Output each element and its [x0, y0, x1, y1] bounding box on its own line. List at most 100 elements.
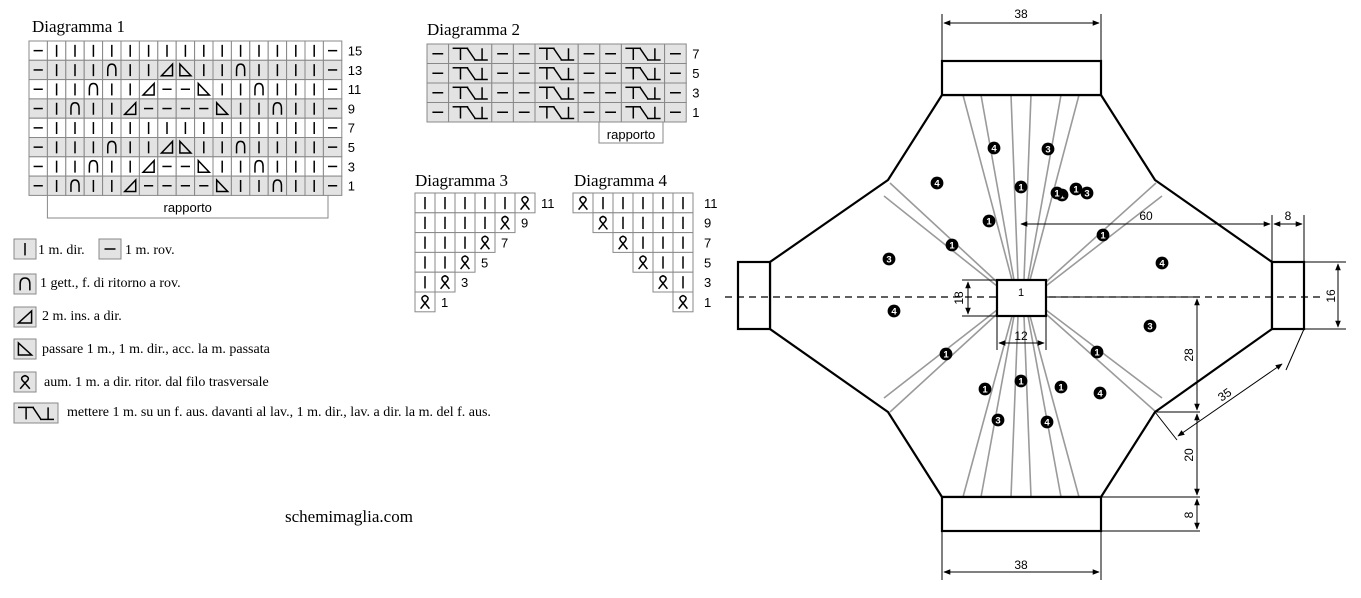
- svg-text:1: 1: [949, 241, 955, 252]
- knit-stitch-icon: [46, 59, 67, 81]
- knit-stitch-icon: [65, 117, 85, 138]
- row-number-label: 9: [521, 216, 528, 231]
- make-one-icon: [13, 371, 37, 393]
- knit-stitch-icon: [83, 117, 104, 138]
- knit-stitch-icon: [175, 40, 196, 61]
- skpo-icon: [212, 98, 232, 119]
- panel-marker-1: 1: [1050, 186, 1064, 200]
- purl-stitch-icon: [157, 175, 177, 196]
- make-one-icon: [652, 271, 674, 293]
- yarn-over-icon: [267, 175, 288, 196]
- knit-stitch-icon: [286, 40, 306, 61]
- knit-stitch-icon: [230, 117, 251, 138]
- panel-marker-3: 3: [1143, 319, 1157, 333]
- knit-stitch-icon: [138, 59, 159, 81]
- knit-stitch-icon: [102, 40, 122, 61]
- knit-stitch-icon: [157, 40, 177, 61]
- purl-stitch-icon: [28, 40, 48, 61]
- panel-marker-3: 3: [991, 413, 1005, 427]
- purl-stitch-icon: [194, 175, 214, 196]
- panel-markers: 11111111111133333444444: [882, 141, 1169, 429]
- make-one-icon: [592, 212, 614, 234]
- knit-stitch-icon: [304, 175, 324, 196]
- yarn-over-icon: [230, 137, 251, 158]
- knit-stitch-icon: [612, 212, 634, 234]
- knit-stitch-icon: [157, 117, 177, 138]
- cable-cross-icon: [448, 63, 493, 84]
- legend-text-make-one: aum. 1 m. a dir. ritor. dal filo trasver…: [44, 375, 269, 390]
- dim-center-height-label: 18: [952, 291, 966, 305]
- purl-stitch-icon: [512, 102, 536, 123]
- skpo-icon: [194, 156, 214, 177]
- knit-stitch-icon: [454, 192, 476, 214]
- svg-text:4: 4: [891, 307, 897, 318]
- knit-stitch-icon: [672, 232, 694, 253]
- row-number-label: 9: [704, 216, 711, 231]
- knit-stitch-icon: [83, 59, 104, 81]
- panel-marker-1: 1: [1014, 180, 1028, 194]
- knit-stitch-icon: [304, 79, 324, 100]
- row-number-label: 1: [348, 179, 355, 194]
- knit-stitch-icon: [414, 271, 436, 293]
- yarn-over-icon: [249, 79, 269, 100]
- knit-stitch-icon: [212, 156, 232, 177]
- yarn-over-icon: [267, 98, 288, 119]
- purl-stitch-icon: [577, 82, 601, 103]
- purl-stitch-icon: [512, 63, 536, 84]
- purl-stitch-icon: [426, 102, 450, 123]
- purl-stitch-icon: [175, 79, 196, 100]
- knit-stitch-icon: [249, 175, 269, 196]
- knit-stitch-icon: [652, 232, 674, 253]
- knit-stitch-icon: [474, 212, 496, 234]
- purl-stitch-icon: [599, 63, 622, 84]
- right-cuff: [1270, 260, 1306, 331]
- knit-stitch-icon: [632, 232, 654, 253]
- make-one-icon: [414, 291, 436, 313]
- row-number-label: 3: [348, 159, 355, 174]
- purl-stitch-icon: [577, 102, 601, 123]
- yarn-over-icon: [102, 137, 122, 158]
- svg-text:3: 3: [886, 255, 891, 266]
- knit-stitch-icon: [102, 79, 122, 100]
- knit-stitch-icon: [65, 137, 85, 158]
- knit-stitch-icon: [454, 212, 476, 234]
- cable-cross-icon: [620, 43, 666, 64]
- knit-stitch-icon: [83, 175, 104, 196]
- site-name: schemimaglia.com: [285, 507, 413, 526]
- repeat-label: rapporto: [607, 127, 655, 142]
- purl-stitch-icon: [599, 102, 622, 123]
- purl-stitch-icon: [28, 156, 48, 177]
- purl-stitch-icon: [28, 98, 48, 119]
- knit-stitch-icon: [414, 232, 436, 253]
- knit-stitch-icon: [83, 40, 104, 61]
- repeat-bracket: [46, 195, 329, 219]
- purl-stitch-icon: [512, 43, 536, 64]
- legend-text-yarn-over: 1 gett., f. di ritorno a rov.: [40, 276, 181, 291]
- make-one-icon: [494, 212, 516, 234]
- knit-stitch-icon: [194, 137, 214, 158]
- row-number-label: 15: [348, 43, 362, 58]
- knit-stitch-icon: [454, 232, 476, 253]
- svg-text:1: 1: [1058, 383, 1064, 394]
- make-one-icon: [434, 271, 456, 293]
- knit-stitch-icon: [592, 192, 614, 214]
- knit-stitch-icon: [434, 232, 456, 253]
- knit-stitch-icon: [304, 59, 324, 81]
- k2tog-icon: [157, 59, 177, 81]
- panel-marker-4: 4: [887, 304, 901, 318]
- knit-stitch-icon: [230, 40, 251, 61]
- knit-stitch-icon: [46, 98, 67, 119]
- purl-stitch-icon: [98, 238, 122, 260]
- knit-stitch-icon: [83, 98, 104, 119]
- k2tog-icon: [120, 175, 140, 196]
- knit-stitch-icon: [286, 79, 306, 100]
- knit-stitch-icon: [286, 59, 306, 81]
- knit-stitch-icon: [212, 79, 232, 100]
- left-cuff: [736, 260, 772, 331]
- k2tog-icon: [138, 79, 159, 100]
- knit-stitch-icon: [194, 59, 214, 81]
- knit-stitch-icon: [120, 79, 140, 100]
- purl-stitch-icon: [491, 43, 514, 64]
- purl-stitch-icon: [138, 175, 159, 196]
- skpo-icon: [175, 137, 196, 158]
